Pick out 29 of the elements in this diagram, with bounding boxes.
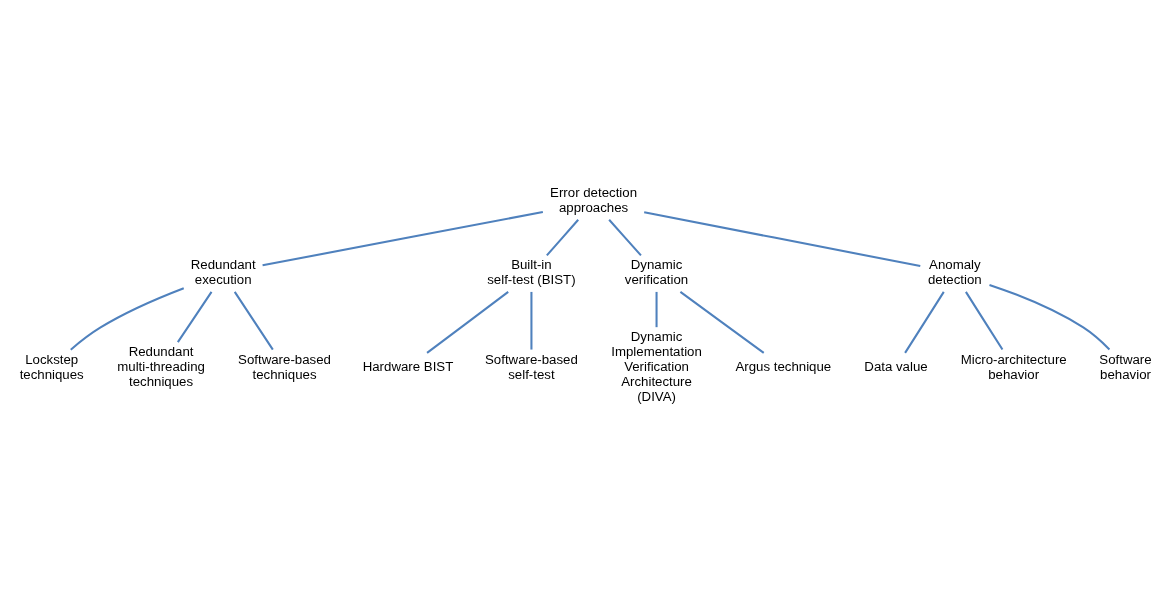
connector	[679, 290, 765, 354]
connector	[655, 291, 658, 327]
node-text: Data value	[864, 358, 928, 374]
node-text: Error detection approaches	[550, 184, 638, 215]
node-text: Redundant execution	[190, 256, 256, 287]
connector	[644, 210, 921, 267]
node-text: Software behavior	[1099, 351, 1152, 382]
node-text: Dynamic Implementation Verification Architecture (DIVA)	[611, 328, 702, 404]
node-text: Software-based techniques	[238, 351, 331, 382]
connector	[262, 210, 544, 266]
node-text: Hardware BIST	[362, 358, 454, 374]
node-text: Built-in self-test (BIST)	[487, 256, 576, 287]
node-text: Argus technique	[735, 358, 832, 374]
node-text: Software-based self-test	[485, 351, 578, 382]
connector	[70, 286, 185, 350]
connector	[546, 218, 579, 256]
node-text: Micro-architecture behavior	[960, 351, 1067, 382]
connector	[530, 291, 533, 350]
connector	[904, 290, 945, 353]
node-text: Redundant multi-threading techniques	[117, 343, 205, 389]
connector	[989, 283, 1111, 350]
connector	[233, 290, 274, 350]
node-text: Dynamic verification	[624, 256, 689, 287]
connector	[965, 290, 1004, 350]
connector	[177, 290, 213, 343]
node-text: Lockstep techniques	[19, 351, 84, 382]
connector	[426, 290, 509, 354]
node-text: Anomaly detection	[927, 256, 982, 287]
connector	[608, 218, 642, 256]
